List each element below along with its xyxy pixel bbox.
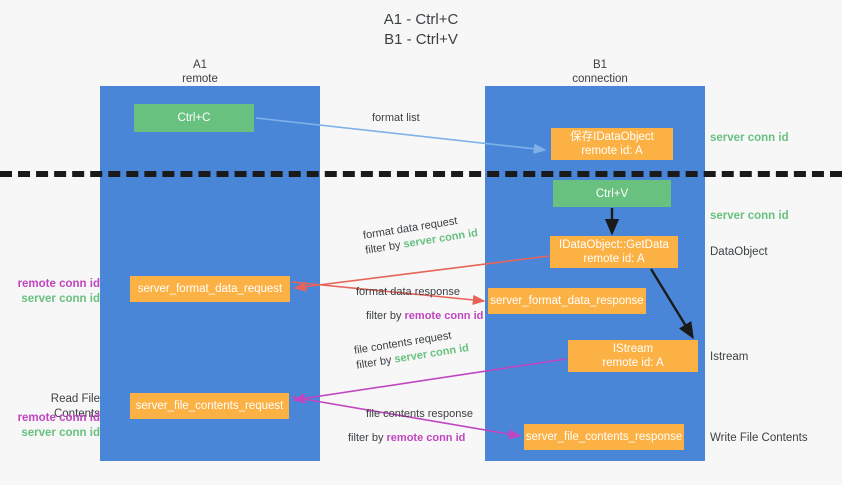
diagram-title: A1 - Ctrl+C B1 - Ctrl+V — [0, 10, 842, 50]
phase-separator-dashed-line — [0, 171, 842, 177]
label-conn-ids-lower: remote conn id server conn id — [8, 411, 100, 441]
lane-header-a1-name: A1 — [192, 59, 208, 71]
label-read-file-contents: Read File Contents — [50, 393, 100, 420]
label-remote-conn-id-1: remote conn id — [17, 278, 100, 290]
label-remote-conn-id-2: remote conn id — [17, 412, 100, 424]
lane-header-a1: A1 remote — [110, 58, 290, 86]
edge-label-file-contents-request: file contents request filter by server c… — [353, 326, 470, 373]
label-server-conn-id-top: server conn id — [710, 132, 789, 144]
label-server-conn-id-mid: server conn id — [710, 210, 789, 222]
box-istream[interactable]: IStream remote id: A — [568, 340, 698, 372]
filter-value-remote-conn-id: remote conn id — [386, 432, 466, 444]
edge-label-format-data-response-filter: filter by remote conn id — [366, 309, 483, 324]
label-server-conn-id-2: server conn id — [21, 427, 100, 439]
box-istream-line2: remote id: A — [602, 357, 664, 369]
edge-label-file-contents-response-title: file contents response — [366, 408, 474, 420]
box-server-format-data-request[interactable]: server_format_data_request — [130, 276, 290, 302]
label-dataobject: DataObject — [710, 246, 768, 258]
box-new-idataobject-line2: remote id: A — [581, 145, 643, 157]
box-getdata-line2: remote id: A — [583, 253, 645, 265]
box-server-format-data-response-label: server_format_data_response — [490, 295, 644, 307]
box-istream-line1: IStream — [612, 343, 654, 355]
box-server-file-contents-request-label: server_file_contents_request — [135, 400, 284, 412]
lane-header-b1-sub: connection — [572, 73, 628, 85]
box-server-format-data-request-label: server_format_data_request — [137, 283, 283, 295]
box-new-idataobject[interactable]: 保存IDataObject remote id: A — [551, 128, 673, 160]
lane-header-b1-name: B1 — [592, 59, 608, 71]
box-server-file-contents-response-label: server_file_contents_response — [525, 431, 683, 443]
edge-label-format-data-response-title: format data response — [356, 286, 460, 298]
box-server-file-contents-request[interactable]: server_file_contents_request — [130, 393, 289, 419]
box-new-idataobject-line1: 保存IDataObject — [570, 131, 654, 143]
edge-label-file-contents-response: file contents response filter by remote … — [348, 407, 474, 446]
label-istream: Istream — [710, 351, 749, 363]
box-getdata-line1: IDataObject::GetData — [559, 239, 669, 251]
box-ctrl-v-label: Ctrl+V — [595, 187, 629, 200]
box-server-format-data-response[interactable]: server_format_data_response — [488, 288, 646, 314]
filter-value-remote-conn-id: remote conn id — [404, 310, 484, 322]
edge-label-format-list: format list — [372, 112, 420, 124]
box-ctrl-c-label: Ctrl+C — [177, 112, 211, 124]
box-ctrl-c[interactable]: Ctrl+C — [134, 104, 254, 132]
box-idataobject-getdata[interactable]: IDataObject::GetData remote id: A — [550, 236, 678, 268]
label-write-file-contents: Write File Contents — [710, 432, 808, 444]
box-ctrl-v[interactable]: Ctrl+V — [553, 180, 671, 207]
edge-label-file-contents-response-filter: filter by remote conn id — [348, 431, 473, 446]
label-conn-ids-upper: remote conn id server conn id — [8, 277, 100, 307]
lane-header-b1: B1 connection — [510, 58, 690, 86]
label-server-conn-id-1: server conn id — [21, 293, 100, 305]
box-server-file-contents-response[interactable]: server_file_contents_response — [524, 424, 684, 450]
title-line-1: A1 - Ctrl+C — [383, 11, 459, 28]
edge-label-format-data-request: format data request filter by server con… — [362, 211, 479, 258]
edge-label-format-data-response: format data response filter by remote co… — [356, 285, 483, 324]
filter-prefix: filter by — [366, 310, 405, 322]
lane-header-a1-sub: remote — [182, 73, 218, 85]
title-line-2: B1 - Ctrl+V — [384, 31, 458, 48]
filter-prefix: filter by — [348, 432, 387, 444]
